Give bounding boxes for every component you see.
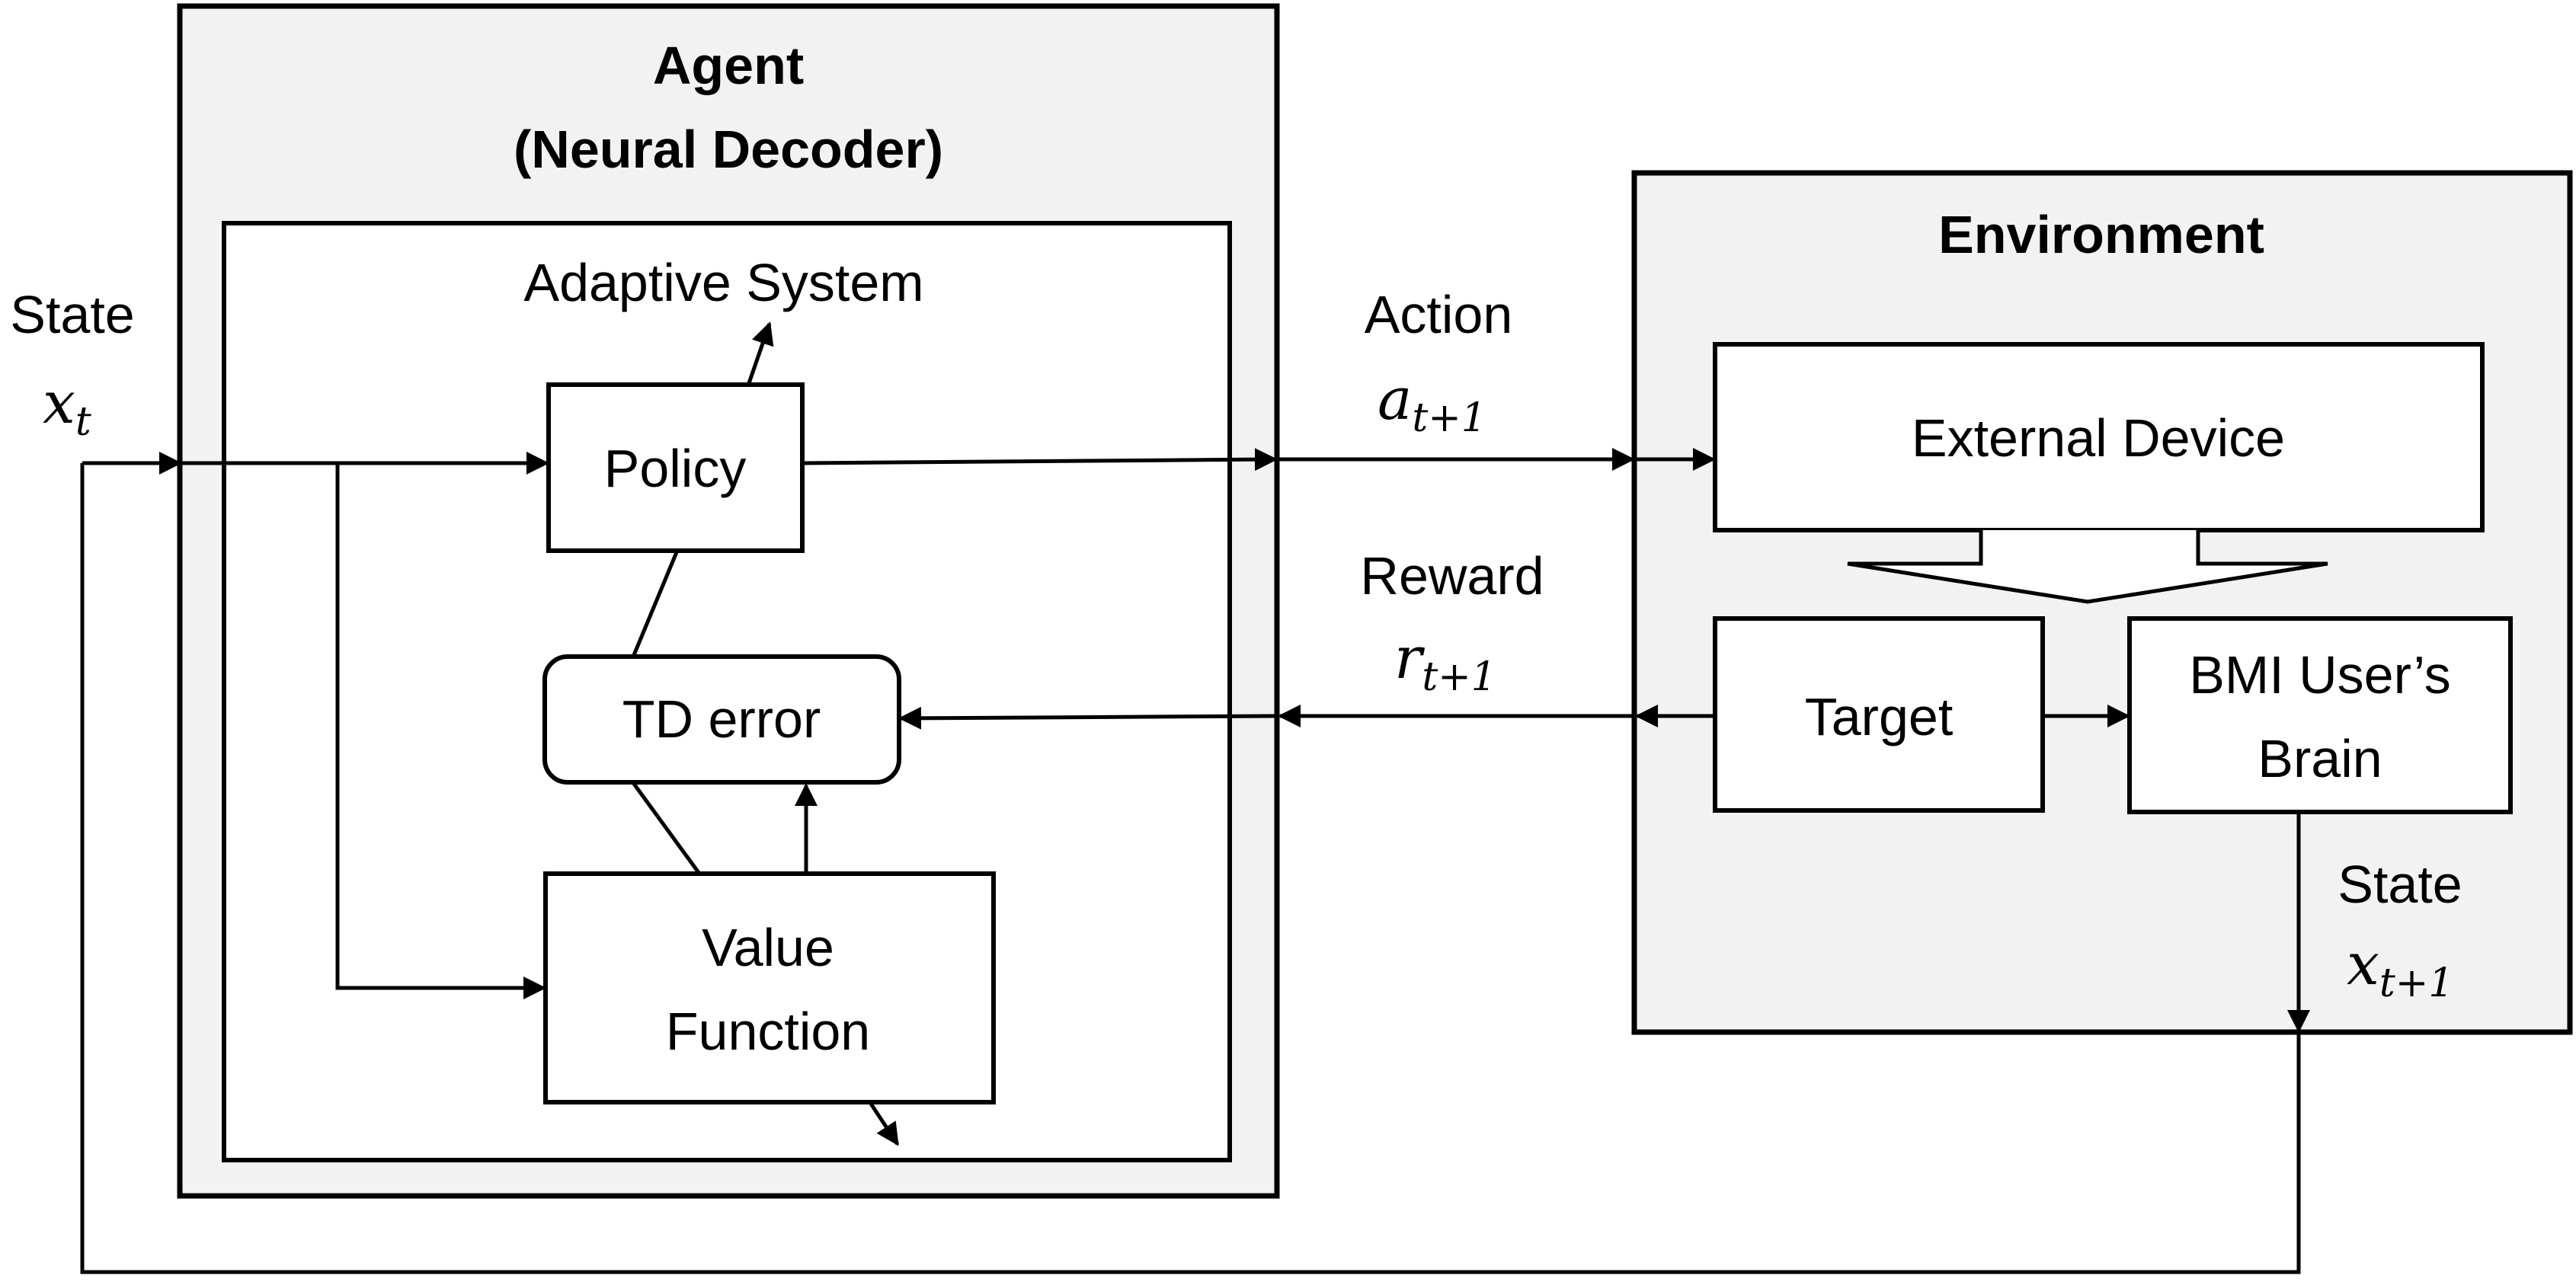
value-function-box: Value Function xyxy=(543,871,996,1104)
external-device-box: External Device xyxy=(1713,342,2485,532)
agent-subtitle: (Neural Decoder) xyxy=(514,120,943,179)
brain-label-line1: BMI User’s xyxy=(2189,645,2451,705)
brain-box: BMI User’s Brain xyxy=(2127,616,2513,814)
value-function-label-line1: Value xyxy=(702,918,834,977)
policy-label: Policy xyxy=(604,439,747,498)
action-symbol: at+1 xyxy=(1378,365,1486,441)
state-in-symbol: xt xyxy=(43,369,91,445)
reward-symbol: rt+1 xyxy=(1394,624,1496,700)
action-label-group: Action at+1 xyxy=(1365,285,1513,441)
value-update-arrow xyxy=(869,1102,900,1146)
td-to-value-line xyxy=(632,782,702,875)
policy-box: Policy xyxy=(546,382,805,553)
target-box: Target xyxy=(1713,616,2045,813)
reward-to-td-arrow xyxy=(898,706,1278,730)
state-out-symbol: xt+1 xyxy=(2347,930,2453,1006)
state-to-value-arrow xyxy=(335,463,546,999)
adaptive-system-label: Adaptive System xyxy=(523,253,923,312)
state-in-label-group: State xt xyxy=(10,285,134,445)
reward-label: Reward xyxy=(1360,546,1544,606)
agent-title: Agent xyxy=(653,36,804,95)
td-error-label: TD error xyxy=(622,689,821,749)
brain-label-line2: Brain xyxy=(2258,729,2382,788)
state-in-label: State xyxy=(10,285,134,344)
value-function-label-line2: Function xyxy=(666,1002,870,1061)
target-label: Target xyxy=(1805,687,1954,746)
environment-panel: Environment xyxy=(1631,170,2573,1035)
td-to-policy-line xyxy=(632,551,679,656)
environment-title: Environment xyxy=(1938,205,2264,264)
action-label: Action xyxy=(1365,285,1513,344)
reward-label-group: Reward rt+1 xyxy=(1360,546,1544,700)
external-device-label: External Device xyxy=(1912,408,2285,468)
state-out-label: State xyxy=(2338,855,2462,914)
policy-update-arrow xyxy=(747,321,774,384)
policy-output-arrow xyxy=(803,448,1278,471)
td-error-box: TD error xyxy=(542,654,901,785)
device-to-target-block-arrow xyxy=(1847,530,2328,604)
state-out-label-group: State xt+1 xyxy=(2338,855,2462,1006)
state-feedback-line xyxy=(80,463,2301,1274)
